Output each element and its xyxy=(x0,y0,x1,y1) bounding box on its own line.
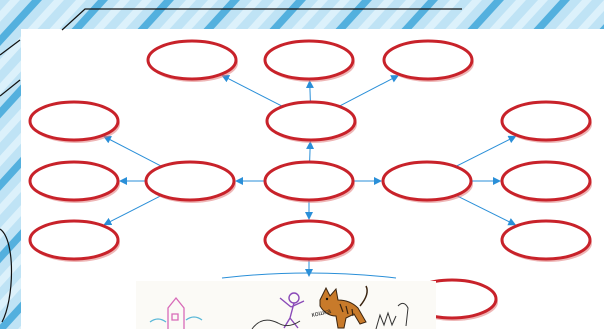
node-right-top xyxy=(500,100,592,143)
node-left-hub xyxy=(144,160,236,203)
node-left-middle xyxy=(28,160,120,203)
node-lower-middle xyxy=(263,219,355,262)
house-doodle xyxy=(149,296,203,329)
node-right-middle xyxy=(500,160,592,203)
edge-left-hub-to-left-top xyxy=(103,136,163,167)
cat-doodle xyxy=(319,285,368,329)
edge-right-hub-to-right-bottom xyxy=(455,194,517,226)
node-top-right xyxy=(382,39,474,82)
node-center xyxy=(263,160,355,203)
stick-figure-doodle xyxy=(279,292,305,329)
children-drawing: кошка xyxy=(136,281,436,329)
node-right-bottom xyxy=(500,219,592,262)
node-top-left xyxy=(146,39,238,82)
cat-caption: кошка xyxy=(311,308,332,319)
edge-upper-middle-to-top-center xyxy=(305,79,314,103)
node-top-center xyxy=(263,39,355,82)
node-right-hub xyxy=(381,160,473,203)
diagram-edges xyxy=(103,74,517,279)
edge-right-hub-to-right-top xyxy=(455,135,517,168)
edge-left-hub-to-left-bottom xyxy=(103,195,162,226)
decorative-frame-lines xyxy=(0,8,462,323)
drawing-background xyxy=(136,281,436,329)
diagram-nodes xyxy=(28,39,592,321)
edge-upper-middle-to-top-left xyxy=(221,74,283,107)
node-left-top xyxy=(28,100,120,143)
edge-upper-middle-to-top-right xyxy=(338,75,400,107)
edge-bottom-fan xyxy=(221,272,397,279)
node-left-bottom xyxy=(28,219,120,262)
edge-center-to-upper-middle xyxy=(306,140,315,163)
node-upper-middle xyxy=(265,100,357,143)
scribble-doodles xyxy=(251,302,409,329)
